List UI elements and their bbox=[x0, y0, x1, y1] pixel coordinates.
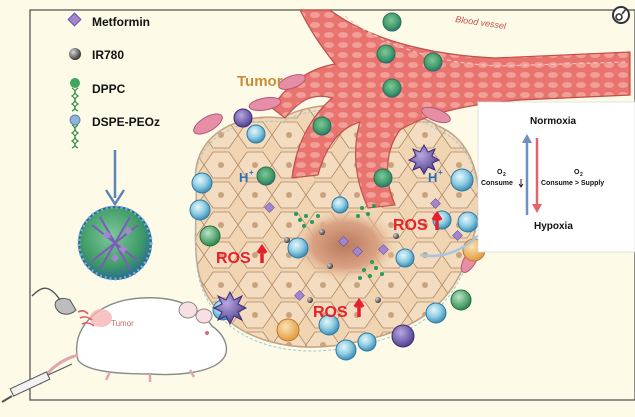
ros-up-arrow-right bbox=[431, 210, 443, 230]
mouse-tumor-label: Tumor bbox=[111, 319, 134, 328]
nanoparticle bbox=[77, 205, 153, 281]
right-o2-sub: 2 bbox=[580, 172, 583, 178]
ros-label-right: ROS bbox=[393, 217, 428, 234]
left-consume-label: Consume bbox=[481, 180, 513, 187]
ros-label-left: ROS bbox=[216, 250, 251, 267]
blood-vessel-label: Blood vessel bbox=[455, 14, 508, 31]
right-o2-label: O bbox=[574, 169, 580, 176]
dspe-peoz-icon bbox=[69, 114, 81, 149]
oxygen-inset: Normoxia Hypoxia O 2 Consume O 2 Consume… bbox=[477, 101, 635, 253]
ros-label-bottom: ROS bbox=[313, 304, 348, 321]
dppc-icon bbox=[70, 78, 80, 112]
consume-arrowhead bbox=[532, 204, 542, 213]
legend-item-dspe-peoz: DSPE-PEOz bbox=[69, 114, 160, 149]
metformin-icon bbox=[67, 12, 82, 27]
legend-item-metformin: Metformin bbox=[67, 12, 150, 29]
released-ir780 bbox=[284, 229, 399, 303]
right-consume-supply-label: Consume > Supply bbox=[541, 180, 604, 187]
mouse: Tumor bbox=[1, 287, 228, 403]
h-plus-left-sup: + bbox=[249, 168, 254, 177]
legend-item-dppc: DPPC bbox=[70, 78, 126, 112]
panel-border bbox=[29, 9, 635, 401]
tumor-title: Tumor bbox=[237, 73, 283, 90]
ir780-icon bbox=[69, 48, 81, 60]
left-o2-label: O bbox=[497, 169, 503, 176]
normoxia-label: Normoxia bbox=[530, 116, 577, 127]
supply-arrowhead bbox=[522, 134, 532, 143]
legend-label-dspe-peoz: DSPE-PEOz bbox=[92, 115, 160, 129]
legend-label-dppc: DPPC bbox=[92, 82, 126, 96]
ros-up-arrow-bottom bbox=[353, 297, 365, 317]
released-metformin bbox=[264, 198, 463, 301]
laser-beam-icon bbox=[77, 310, 95, 327]
vessel-nanoparticles bbox=[256, 12, 443, 188]
assembly-arrowhead bbox=[104, 189, 126, 207]
legend-item-ir780: IR780 bbox=[69, 48, 124, 62]
legend: Metformin IR780 DPPC DSPE-PEOz bbox=[67, 12, 160, 149]
h-plus-right-sup: + bbox=[438, 168, 443, 177]
laser-cable bbox=[31, 287, 61, 301]
h-plus-right-label: H bbox=[428, 170, 437, 185]
left-o2-sub: 2 bbox=[503, 172, 506, 178]
syringe-icon bbox=[1, 363, 73, 403]
mouse-tumor-spot bbox=[90, 309, 112, 327]
peripheral-cells bbox=[189, 108, 486, 361]
left-consume-down-arrow bbox=[518, 179, 524, 188]
legend-label-metformin: Metformin bbox=[92, 15, 150, 29]
corner-logo-icon bbox=[612, 6, 630, 24]
released-drug-clusters bbox=[294, 204, 384, 280]
legend-label-ir780: IR780 bbox=[92, 48, 124, 62]
ros-up-arrow-left bbox=[256, 243, 268, 263]
hypoxia-label: Hypoxia bbox=[534, 221, 573, 232]
h-plus-left-label: H bbox=[239, 170, 248, 185]
